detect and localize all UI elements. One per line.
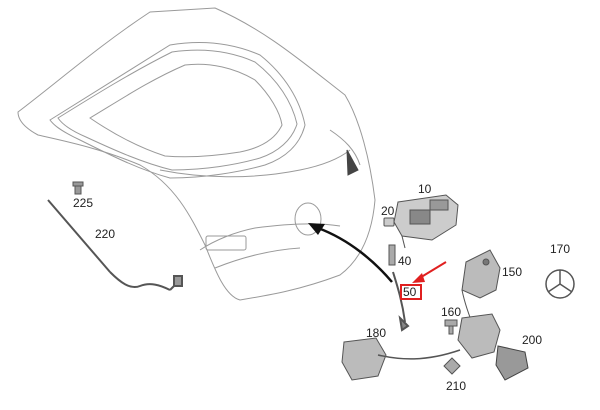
label-210: 210 (446, 379, 467, 393)
label-200: 200 (522, 333, 543, 347)
latch-assembly (457, 313, 501, 359)
part-220-strut (47, 199, 183, 291)
label-40: 40 (398, 254, 412, 268)
part-210-clip (443, 357, 461, 375)
part-200-latch (495, 345, 529, 381)
label-170: 170 (550, 242, 571, 256)
label-220: 220 (95, 227, 116, 241)
pointer-arrow (308, 223, 393, 283)
part-170-emblem (545, 269, 575, 299)
part-20-nut (383, 217, 395, 227)
label-50: 50 (403, 285, 417, 299)
part-50-lever (392, 271, 410, 332)
label-20: 20 (381, 204, 395, 218)
label-10: 10 (418, 182, 432, 196)
label-225: 225 (73, 196, 94, 210)
highlight-box-50 (400, 284, 422, 300)
part-225-pin (72, 181, 84, 195)
part-40-bolt (388, 244, 396, 266)
label-150: 150 (502, 265, 523, 279)
part-160-screw (444, 319, 458, 335)
label-160: 160 (441, 305, 462, 319)
label-180: 180 (366, 326, 387, 340)
part-180-actuator (341, 337, 461, 381)
highlight-arrow (412, 261, 447, 283)
part-10-handle (393, 194, 459, 249)
tailgate-outline (17, 7, 376, 301)
